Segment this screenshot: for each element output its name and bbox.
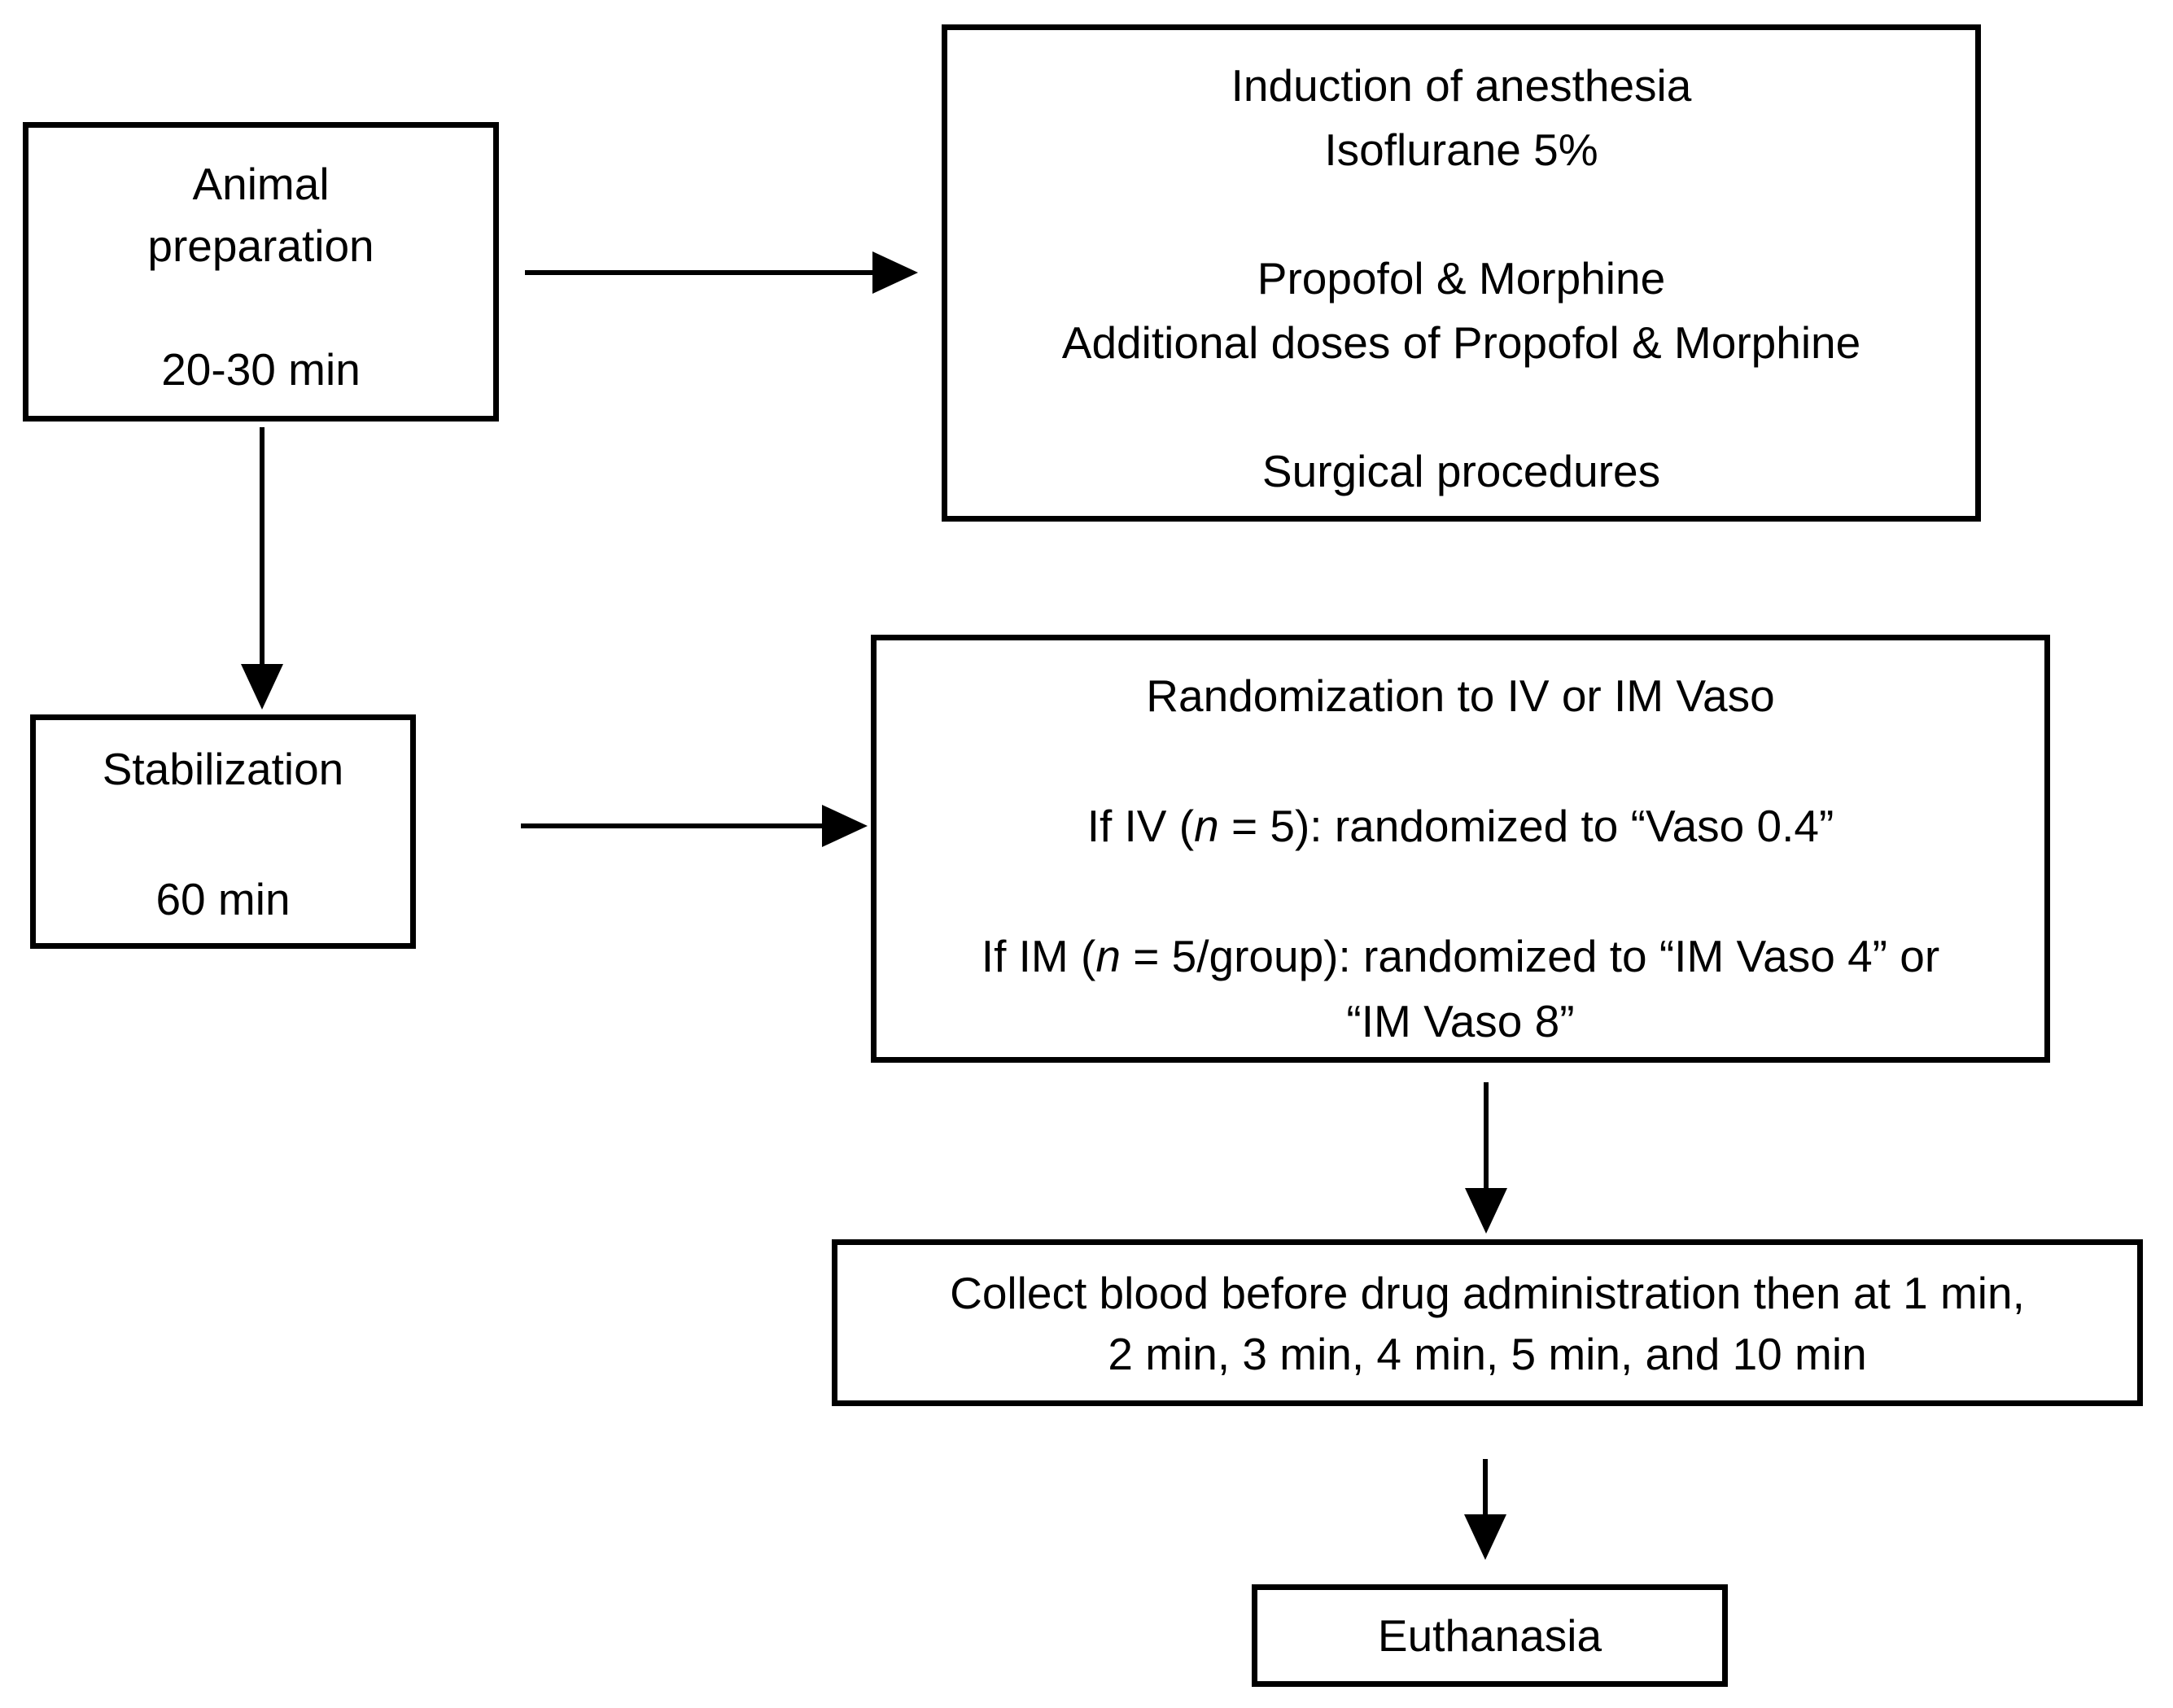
- node-text-line: Induction of anesthesia: [1231, 60, 1692, 111]
- arrow-shaft: [521, 823, 824, 828]
- node-text-line: 60 min: [155, 874, 291, 924]
- spacer-line: [28, 277, 493, 339]
- text-segment: = 5/group): randomized to “IM Vaso 4” or: [1120, 931, 1940, 981]
- node-text-line: Stabilization: [102, 744, 344, 794]
- node-text-line: preparation: [147, 221, 374, 271]
- text-segment: If IM (: [981, 931, 1096, 981]
- node-text-line: Animal: [192, 159, 330, 209]
- node-randomization: Randomization to IV or IM Vaso If IV (n …: [871, 635, 2050, 1063]
- node-text-line: Randomization to IV or IM Vaso: [1146, 671, 1775, 721]
- arrow-shaft: [525, 270, 873, 275]
- text-segment: If IV (: [1086, 801, 1195, 851]
- arrow-shaft: [1483, 1459, 1488, 1516]
- node-text-line-if-im: If IM (n = 5/group): randomized to “IM V…: [877, 924, 2044, 989]
- arrow-shaft: [260, 427, 265, 666]
- node-text-line: 20-30 min: [161, 344, 361, 395]
- spacer-line: [877, 858, 2044, 924]
- node-text-line: Propofol & Morphine: [1257, 253, 1666, 304]
- node-stabilization: Stabilization 60 min: [30, 714, 416, 949]
- text-segment: = 5): randomized to “Vaso 0.4”: [1218, 801, 1834, 851]
- node-text-line: Additional doses of Propofol & Morphine: [1061, 317, 1861, 368]
- node-text-line: Collect blood before drug administration…: [950, 1268, 2025, 1318]
- spacer-line: [947, 182, 1975, 247]
- node-text-line: Isoflurane 5%: [1324, 124, 1598, 175]
- arrowhead-down-icon: [1465, 1188, 1507, 1234]
- node-text-line: Euthanasia: [1377, 1610, 1602, 1661]
- node-induction-of-anesthesia: Induction of anesthesia Isoflurane 5% Pr…: [942, 24, 1981, 522]
- arrowhead-right-icon: [822, 805, 868, 847]
- text-segment-italic-n: n: [1194, 801, 1219, 851]
- node-euthanasia: Euthanasia: [1252, 1584, 1728, 1687]
- spacer-line: [36, 802, 410, 867]
- node-text-line-if-iv: If IV (n = 5): randomized to “Vaso 0.4”: [877, 793, 2044, 858]
- spacer-line: [947, 375, 1975, 439]
- arrowhead-right-icon: [872, 251, 918, 294]
- node-collect-blood: Collect blood before drug administration…: [832, 1239, 2143, 1406]
- arrow-shaft: [1484, 1082, 1489, 1190]
- node-text-line: 2 min, 3 min, 4 min, 5 min, and 10 min: [1108, 1329, 1867, 1379]
- arrowhead-down-icon: [241, 664, 283, 710]
- node-animal-preparation: Animal preparation 20-30 min: [23, 122, 499, 422]
- spacer-line: [877, 728, 2044, 793]
- node-text-line: “IM Vaso 8”: [1346, 996, 1575, 1046]
- node-text-line: Surgical procedures: [1261, 446, 1661, 496]
- text-segment-italic-n: n: [1095, 931, 1121, 981]
- arrowhead-down-icon: [1464, 1514, 1506, 1560]
